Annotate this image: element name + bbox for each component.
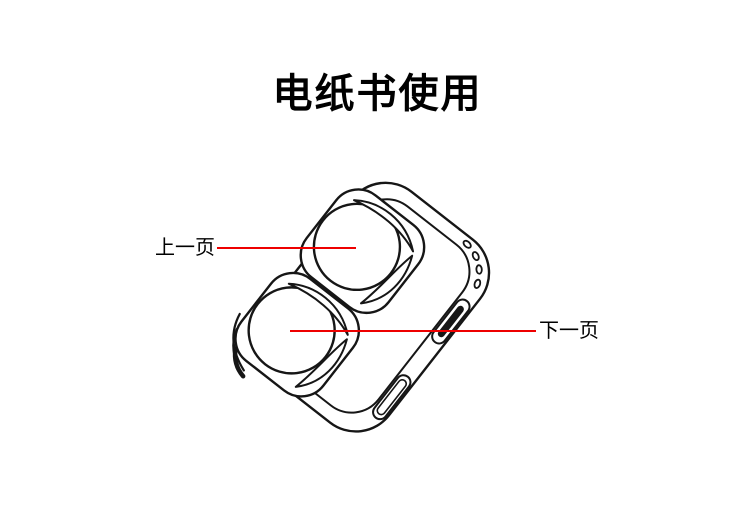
- edge-line-thick: [232, 346, 246, 379]
- recess-wall-highlight: [360, 254, 414, 305]
- recess-wall-highlight: [353, 199, 415, 253]
- led-dot-icon: [473, 278, 482, 289]
- led-dot-icon: [475, 264, 483, 275]
- side-slot-upper: [431, 298, 471, 345]
- slot-opening: [437, 305, 464, 338]
- prev-button-recess: [299, 188, 426, 315]
- side-slot-lower: [372, 374, 412, 421]
- recess-wall-highlight: [294, 338, 348, 388]
- callout-label-previous: 上一页: [155, 237, 215, 259]
- callout-label-next: 下一页: [539, 320, 599, 342]
- status-led-dots: [462, 239, 483, 289]
- slot-inner-line: [376, 378, 408, 416]
- led-dot-icon: [462, 239, 472, 249]
- slot-outline: [372, 374, 412, 421]
- led-dot-icon: [471, 251, 480, 262]
- page-title: 电纸书使用: [272, 72, 483, 116]
- next-button-recess: [234, 271, 361, 398]
- recess-wall-highlight: [287, 282, 349, 336]
- device-body-group: [232, 181, 491, 433]
